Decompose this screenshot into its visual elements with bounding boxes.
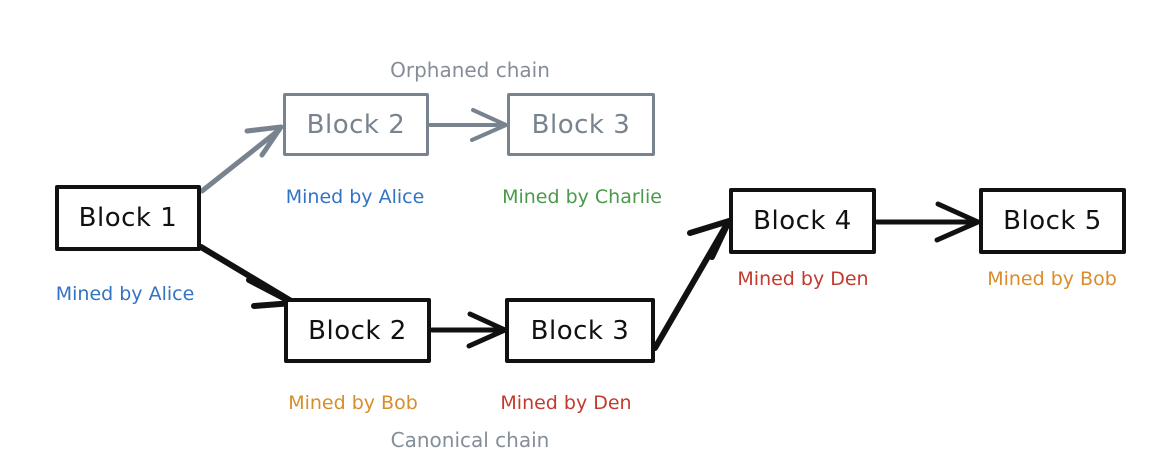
block-label: Block 3	[531, 109, 631, 140]
connector-orphan-block2-to-orphan-block3	[428, 108, 508, 142]
miner-caption-canonical-block-3: Mined by Den	[500, 392, 632, 414]
connector-canonical-block2-to-canonical-block3	[429, 311, 508, 349]
block-node-orphan-block-2[interactable]: Block 2	[283, 93, 429, 156]
miner-caption-canonical-block-2: Mined by Bob	[288, 392, 418, 414]
miner-caption-orphan-block-3: Mined by Charlie	[502, 186, 662, 208]
connector-canonical-block4-to-canonical-block5	[874, 201, 981, 243]
block-node-canonical-block-2[interactable]: Block 2	[284, 298, 431, 363]
connector-block1-to-canonical-block2	[198, 244, 296, 309]
block-node-canonical-block-4[interactable]: Block 4	[729, 188, 876, 254]
canonical-chain-label: Canonical chain	[390, 428, 550, 452]
miner-caption-canonical-block-4: Mined by Den	[737, 268, 869, 290]
block-node-orphan-block-3[interactable]: Block 3	[507, 93, 655, 156]
block-label: Block 5	[1003, 206, 1102, 236]
orphaned-chain-label: Orphaned chain	[390, 58, 550, 82]
connector-block1-to-orphan-block2	[199, 124, 284, 194]
block-label: Block 3	[530, 315, 630, 346]
miner-caption-orphan-block-2: Mined by Alice	[285, 186, 425, 208]
block-label: Block 2	[308, 315, 407, 346]
miner-caption-block-1: Mined by Alice	[55, 283, 195, 305]
connector-canonical-block3-to-canonical-block4	[652, 218, 732, 351]
block-node-block-1[interactable]: Block 1	[55, 185, 201, 251]
block-node-canonical-block-3[interactable]: Block 3	[505, 298, 655, 363]
block-label: Block 1	[78, 203, 178, 233]
miner-caption-canonical-block-5: Mined by Bob	[987, 268, 1117, 290]
block-node-canonical-block-5[interactable]: Block 5	[979, 188, 1126, 254]
block-label: Block 2	[306, 109, 406, 140]
block-label: Block 4	[753, 206, 852, 236]
